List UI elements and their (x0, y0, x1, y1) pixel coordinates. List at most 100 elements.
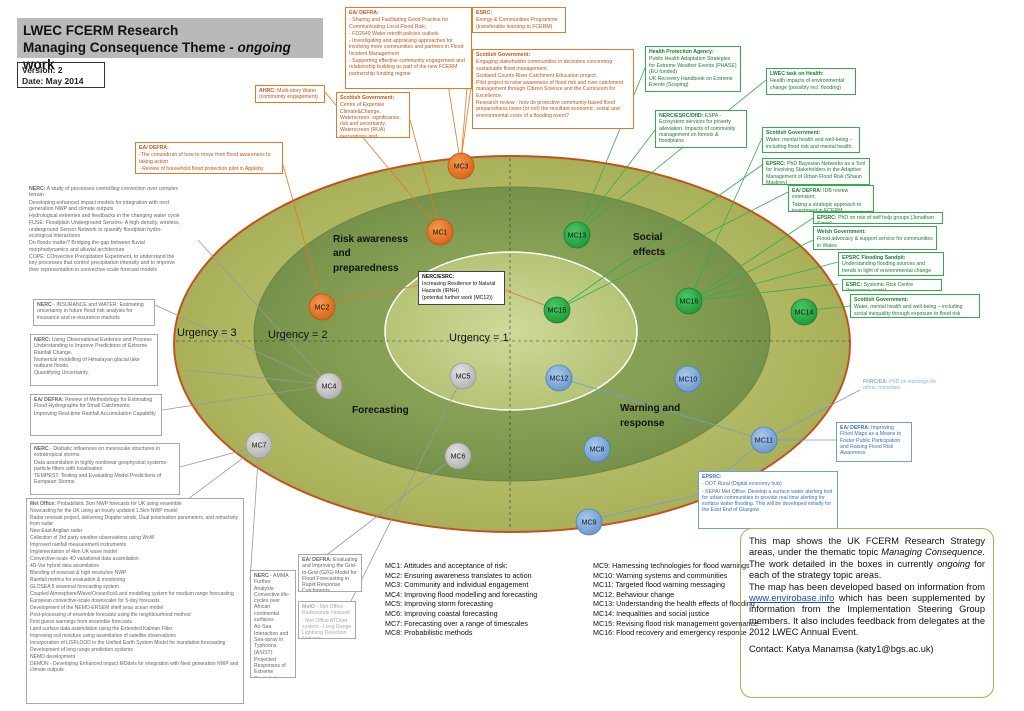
mc-node-circle (426, 218, 454, 246)
nerc-insurance-box: NERC - INSURANCE and WATER: Estimating u… (33, 299, 155, 326)
mc-node-mc16: MC16 (675, 287, 703, 315)
mc-node-mc3: MC3 (447, 152, 475, 180)
epsrc-self-help-box: EPSRC: PhD on role of self help groups (… (813, 212, 943, 224)
legend-item: MC14: Inequalities and social justice (593, 608, 710, 618)
legend-item: MC11: Targeted flood warning messaging (593, 580, 725, 590)
mc-node-mc13: MC13 (563, 221, 591, 249)
mc-node-label: MC13 (568, 233, 587, 240)
mc-node-label: MC3 (454, 164, 469, 171)
mc-node-label: MC15 (548, 308, 567, 315)
mc-node-mc14: MC14 (790, 298, 818, 326)
welsh-gov-box: Welsh Government: Flood advocacy & suppo… (813, 226, 937, 250)
legend-item: MC9: Harnessing technologies for flood w… (593, 561, 750, 570)
mc-node-mc7: MC7 (245, 431, 273, 459)
mc-node-label: MC2 (315, 305, 330, 312)
mc-node-circle (790, 298, 818, 326)
risk-zone-line1: Risk awareness (333, 234, 408, 245)
mc-node-label: MC14 (795, 310, 814, 317)
epsrc-bayesian-box: EPSRC: PhD Bayesian Networks as a Tool f… (762, 158, 870, 185)
info-paragraph-1: This map shows the UK FCERM Research Str… (749, 536, 986, 581)
urgency3-label: Urgency = 3 (177, 327, 237, 339)
legend-item: MC12: Behaviour change (593, 589, 675, 599)
mc-node-label: MC4 (322, 384, 337, 391)
epsrc-flooding-sandpit-box: EPSRC Flooding Sandpit: Understanding fl… (838, 252, 944, 276)
esrc-systemic-risk-box: ESRC: Systemic Risk Centre (Insurance an… (842, 279, 942, 291)
legend-item: MC6: Improving coastal forecasting (385, 608, 498, 618)
fhrc-ea-box: FHRC/EA: PhD on warnings for ethnic mino… (860, 377, 942, 397)
mc-node-mc15: MC15 (543, 296, 571, 324)
ea-defra-mc3-box: EA/ DEFRA: - Sharing and Facilitating Go… (345, 7, 472, 89)
mc-node-circle (563, 221, 591, 249)
mc-node-label: MC6 (451, 454, 466, 461)
title-line1: LWEC FCERM Research (23, 23, 179, 38)
mc-node-label: MC11 (755, 438, 773, 445)
mc-node-label: MC12 (550, 376, 569, 383)
title-ongoing: ongoing (237, 40, 291, 55)
social-zone-line1: Social (633, 232, 663, 243)
envirobase-link[interactable]: www.envirobase.info (749, 593, 835, 604)
mc-node-circle (545, 364, 573, 392)
contact-line: Contact: Katya Manamsa (katy1@bgs.ac.uk) (749, 643, 934, 654)
legend-item: MC5: Improving storm forecasting (385, 599, 493, 609)
nerc-convection-box: NERC: A study of processes controlling c… (26, 184, 184, 296)
esrc-energy-box: ESRC: Energy & Communities Programme (tr… (472, 7, 566, 33)
warning-zone-line2: response (620, 418, 665, 429)
social-zone-line2: effects (633, 247, 666, 258)
met-office-box: Met Office: Probabilistic 2km NWP foreca… (26, 498, 244, 704)
mc-node-mc2: MC2 (308, 293, 336, 321)
nerc-esrc-box: NERC/ESRC: Increasing Resilience to Natu… (418, 271, 505, 305)
mc-node-label: MC9 (582, 520, 597, 527)
met-office-radiosonde-box: MetO - Met Office Radiosonde Network - M… (298, 601, 356, 639)
mc-node-mc11: MC11 (750, 426, 778, 454)
mc-node-label: MC8 (590, 447, 605, 454)
legend-item: MC2: Ensuring awareness translates to ac… (385, 570, 532, 580)
version-box: Version: 2 Date: May 2014 (17, 62, 105, 88)
info-box: This map shows the UK FCERM Research Str… (740, 528, 994, 698)
mc-node-circle (575, 508, 603, 536)
risk-zone-line2: and (333, 248, 351, 259)
nerc-esrc-dfid-box: NERC/ESRC/DfID: ESPA - Ecosystem service… (655, 110, 747, 148)
mc-node-circle (675, 287, 703, 315)
mc-node-circle (444, 442, 472, 470)
scottish-gov-inequality-box: Scottish Government: Water, mental healt… (850, 294, 980, 318)
nerc-diabatic-box: NERC - Diabatic influences on mesoscale … (30, 443, 180, 495)
urgency2-label: Urgency = 2 (268, 329, 328, 341)
mc-node-circle (449, 362, 477, 390)
scottish-gov-top-box: Scottish Government: Engaging stakeholde… (472, 49, 634, 129)
ea-defra-maps-box: EA/ DEFRA: Improving Flood Maps as a Mea… (836, 422, 912, 462)
mc-node-mc5: MC5 (449, 362, 477, 390)
version-text: Version: 2 (22, 65, 63, 75)
mc-node-label: MC5 (456, 374, 471, 381)
ea-defra-idb-box: EA/ DEFRA: IDB review extension; Taking … (788, 185, 874, 212)
mc-node-mc1: MC1 (426, 218, 454, 246)
mc-node-mc9: MC9 (575, 508, 603, 536)
mc-node-mc4: MC4 (315, 372, 343, 400)
mc-node-label: MC7 (252, 443, 267, 450)
mc-node-mc8: MC8 (583, 435, 611, 463)
legend-item: MC15: Revising flood risk management gov… (593, 618, 758, 628)
legend-item: MC13: Understanding the health effects o… (593, 599, 755, 609)
scottish-gov-mid-box: Scottish Government: Centre of Expertise… (336, 92, 410, 138)
mc-node-circle (583, 435, 611, 463)
legend-item: MC16: Flood recovery and emergency respo… (593, 628, 747, 638)
risk-zone-line3: preparedness (333, 263, 399, 274)
mc-node-circle (750, 426, 778, 454)
urgency1-label: Urgency = 1 (449, 332, 509, 344)
title-line2: Managing Consequence Theme - ongoing wor… (23, 40, 291, 72)
mc-node-circle (245, 431, 273, 459)
mc-node-mc10: MC10 (674, 365, 702, 393)
nerc-amma-box: NERC - AMMA Further Analysis: Convective… (250, 570, 296, 678)
mc-node-mc12: MC12 (545, 364, 573, 392)
mc-node-label: MC16 (680, 299, 699, 306)
ahrc-box: AHRC: Multi-story Water (community engag… (255, 85, 325, 103)
lwec-health-box: LWEC task on Health: Health impacts of e… (766, 68, 856, 95)
legend-item: MC4: Improving flood modelling and forec… (385, 589, 538, 599)
epsrc-bottom-box: EPSRC: - DOT Rural (Digital economy hub)… (698, 471, 838, 529)
title-box: LWEC FCERM Research Managing Consequence… (17, 18, 323, 72)
ea-defra-left-box: EA/ DEFRA: -The conundrum of how to move… (135, 142, 283, 174)
legend-item: MC10: Warning systems and communities (593, 570, 728, 580)
scottish-gov-health-box: Scottish Government: Water, mental healt… (762, 127, 860, 153)
mc-node-circle (447, 152, 475, 180)
mc-node-label: MC1 (433, 230, 448, 237)
